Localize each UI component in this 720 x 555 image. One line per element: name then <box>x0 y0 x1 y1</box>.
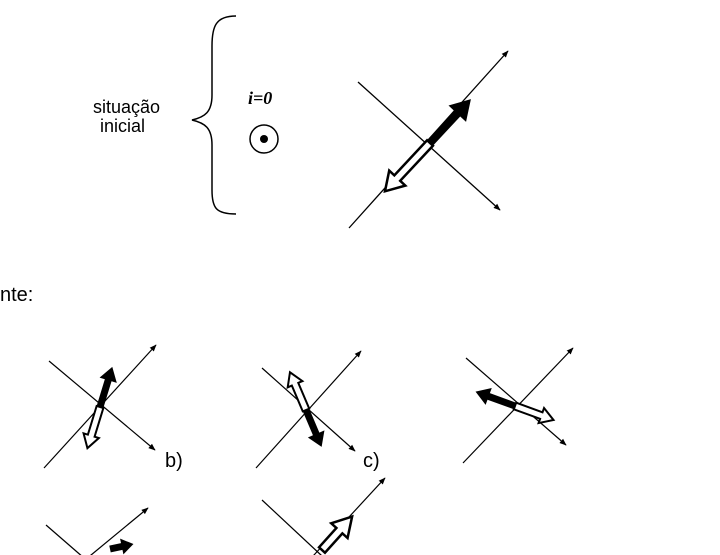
option-b-label: b) <box>165 450 183 472</box>
hollow-arrow <box>383 138 435 194</box>
question-trailing-text: nte: <box>0 284 34 306</box>
hollow-arrow <box>286 370 311 413</box>
current-out-of-page-icon <box>249 124 279 154</box>
option-c-figure <box>255 350 362 469</box>
option-b-figure <box>43 344 157 469</box>
option-e-figure <box>45 507 149 555</box>
current-zero-label: i=0 <box>248 88 273 108</box>
option-d-figure <box>462 347 574 464</box>
hollow-arrow <box>317 514 354 555</box>
option-c-label: c) <box>363 450 380 472</box>
initial-situation-figure <box>348 50 509 229</box>
hollow-arrow <box>512 401 556 425</box>
hollow-arrow <box>82 404 105 450</box>
solid-arrow <box>475 387 517 410</box>
inicial-label: inicial <box>100 116 146 136</box>
solid-arrow <box>96 366 117 409</box>
solid-arrow <box>302 408 325 447</box>
solid-arrow <box>427 99 471 146</box>
solid-arrow <box>109 538 134 555</box>
situacao-label: situação <box>93 97 161 117</box>
curly-brace <box>191 15 237 215</box>
option-f-figure <box>261 477 386 555</box>
